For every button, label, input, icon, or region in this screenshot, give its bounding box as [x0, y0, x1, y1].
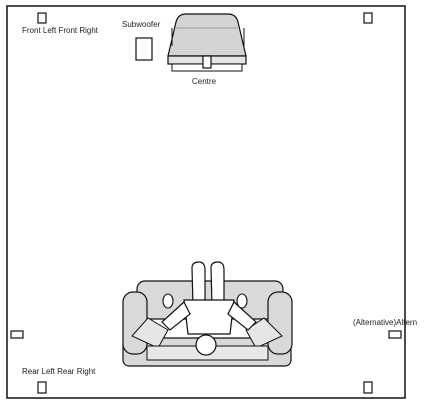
centre-label: Centre	[192, 77, 217, 86]
rear-right-speaker-icon	[363, 381, 373, 394]
rear-speakers-label: Rear Left Rear Right	[22, 367, 96, 376]
listener-person-icon	[161, 261, 257, 356]
centre-speaker-icon	[202, 55, 212, 69]
rear-left-speaker-icon	[37, 381, 47, 394]
front-right-speaker-icon	[363, 12, 373, 24]
front-speakers-label: Front Left Front Right	[22, 26, 99, 35]
subwoofer-icon	[135, 37, 153, 61]
surround-left-speaker-icon	[10, 330, 24, 339]
alternative-label: (Alternative)Altern	[353, 318, 417, 327]
surround-right-speaker-icon	[388, 330, 402, 339]
subwoofer-label: Subwoofer	[122, 20, 161, 29]
front-left-speaker-icon	[37, 12, 47, 24]
